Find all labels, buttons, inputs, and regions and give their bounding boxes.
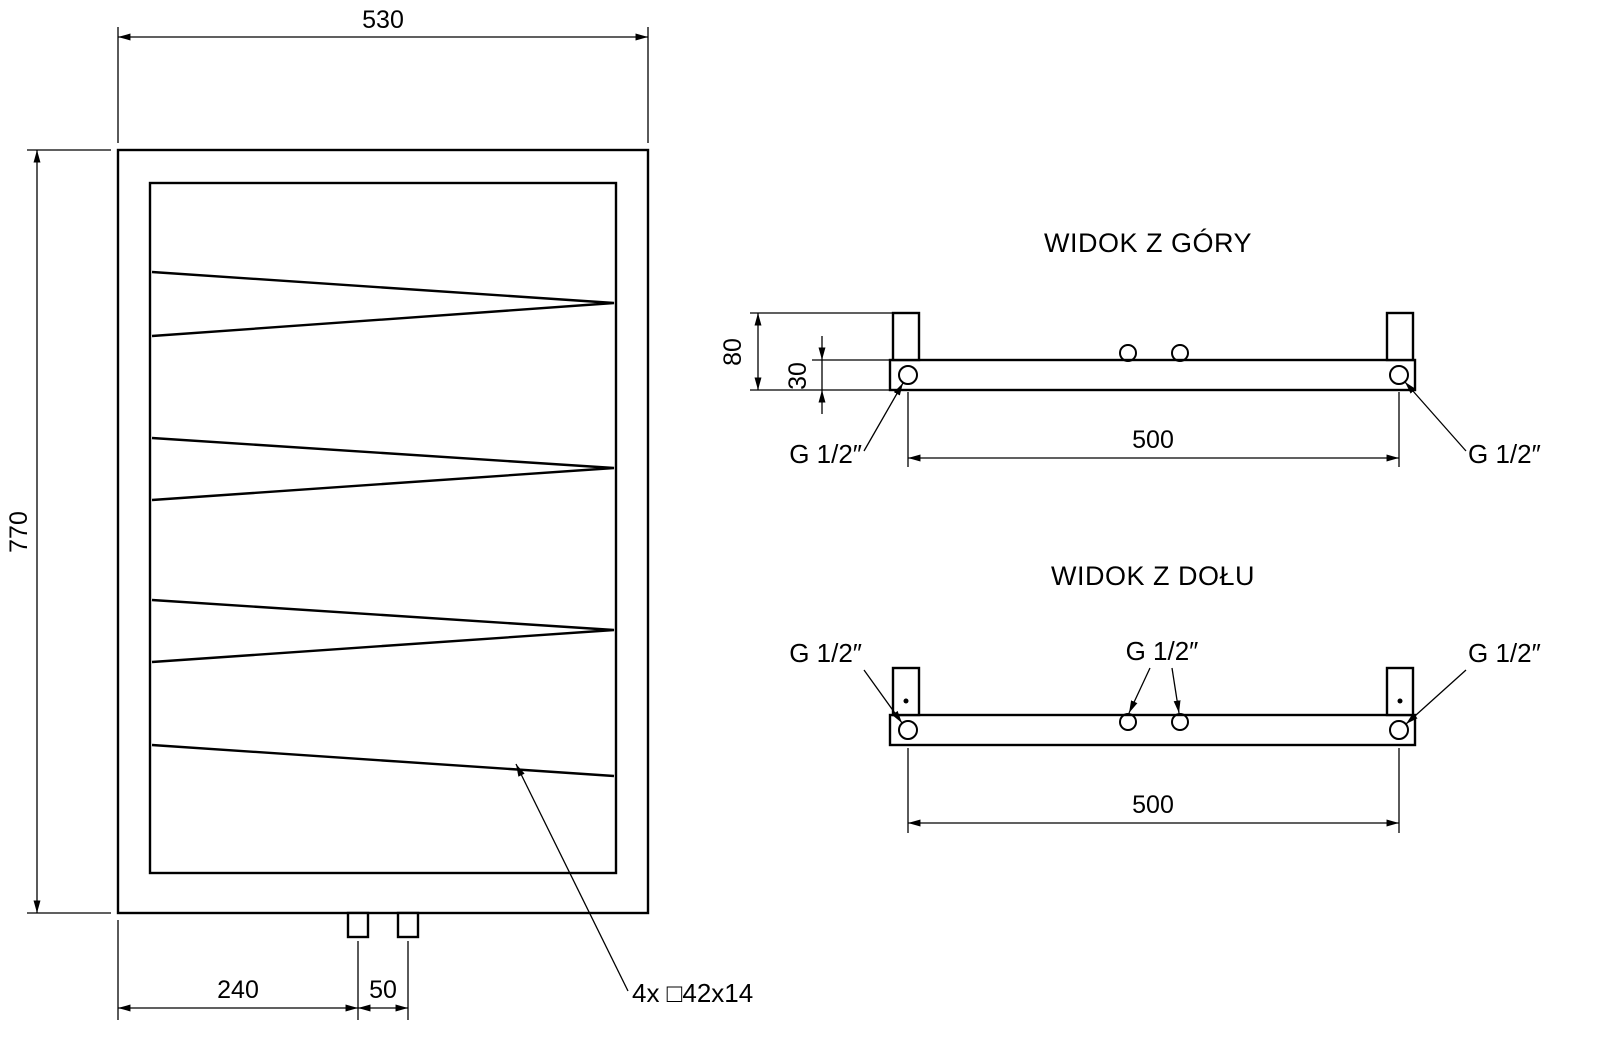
bracket-hole-left — [903, 698, 909, 704]
port-label-right-top-view: G 1/2″ — [1404, 381, 1541, 469]
top-view-title: WIDOK Z GÓRY — [1044, 227, 1252, 258]
bottom-view-title: WIDOK Z DOŁU — [1051, 561, 1255, 591]
dimension-label-width: 530 — [362, 6, 404, 34]
top-view: WIDOK Z GÓRY 80 30 500 — [719, 227, 1541, 469]
port-label-left-top-view: G 1/2″ — [789, 382, 904, 469]
leader-line — [1404, 381, 1467, 452]
port-label-left-bottom-view: G 1/2″ — [789, 638, 903, 724]
dimension-label-30: 30 — [784, 362, 812, 390]
collector-bar-bottom-view — [888, 713, 1417, 747]
dimension-label-pipe-offset: 240 — [217, 976, 259, 1004]
bracket-hole-right — [1397, 698, 1403, 704]
port-label: G 1/2″ — [1126, 636, 1199, 666]
port-label: G 1/2″ — [789, 638, 862, 668]
port-circle-left — [898, 720, 918, 740]
port-circle-center-2 — [1171, 344, 1189, 362]
port-label-right-bottom-view: G 1/2″ — [1405, 638, 1541, 725]
leader-line — [863, 382, 904, 452]
leader-line — [1405, 669, 1467, 725]
dimension-label-pipe-spacing: 50 — [369, 976, 397, 1004]
collector-bar-top-view — [888, 358, 1417, 392]
port-circle-center-2 — [1171, 713, 1189, 731]
tube-wedge-1 — [151, 270, 615, 338]
port-label-center-bottom-view: G 1/2″ — [1126, 636, 1199, 714]
connection-pipe-right — [396, 911, 420, 939]
connection-pipe-left — [346, 911, 370, 939]
dimension-span-bottom: 500 — [907, 748, 1400, 833]
leader-line — [515, 763, 629, 992]
tube-wedge-3 — [151, 598, 615, 664]
leader-line — [1171, 667, 1181, 714]
front-view: 530 770 240 50 4x □42x14 — [5, 6, 753, 1020]
port-circle-right — [1389, 365, 1409, 385]
profile-note-label: 4x □42x14 — [632, 978, 753, 1008]
wall-bracket-left — [891, 311, 921, 362]
leader-line — [863, 669, 903, 724]
dimension-width: 530 — [117, 6, 649, 143]
wall-bracket-left — [891, 666, 921, 717]
radiator-outer-frame — [116, 148, 650, 915]
dimension-label-80: 80 — [719, 338, 747, 366]
profile-annotation: 4x □42x14 — [515, 763, 753, 1008]
port-label: G 1/2″ — [789, 439, 862, 469]
tube-line-bottom — [151, 743, 615, 778]
tube-wedge-2 — [151, 436, 615, 502]
dimension-tube-height: 30 — [784, 336, 890, 414]
wall-bracket-right — [1385, 666, 1415, 717]
port-circle-center-1 — [1119, 713, 1137, 731]
dimension-pipes: 240 50 — [117, 920, 409, 1020]
port-label: G 1/2″ — [1468, 638, 1541, 668]
leader-line — [1128, 667, 1151, 714]
port-circle-center-1 — [1119, 344, 1137, 362]
port-label: G 1/2″ — [1468, 439, 1541, 469]
port-circle-left — [898, 365, 918, 385]
dimension-span-top: 500 — [907, 392, 1400, 467]
wall-bracket-right — [1385, 311, 1415, 362]
dimension-label-span: 500 — [1132, 426, 1174, 454]
radiator-inner-frame — [148, 181, 618, 875]
dimension-label-span: 500 — [1132, 791, 1174, 819]
dimension-label-height: 770 — [5, 511, 33, 553]
dimension-height: 770 — [5, 149, 111, 914]
bottom-view: WIDOK Z DOŁU G 1/2″ G 1/2″ G 1/2″ — [789, 561, 1541, 833]
port-circle-right — [1389, 720, 1409, 740]
